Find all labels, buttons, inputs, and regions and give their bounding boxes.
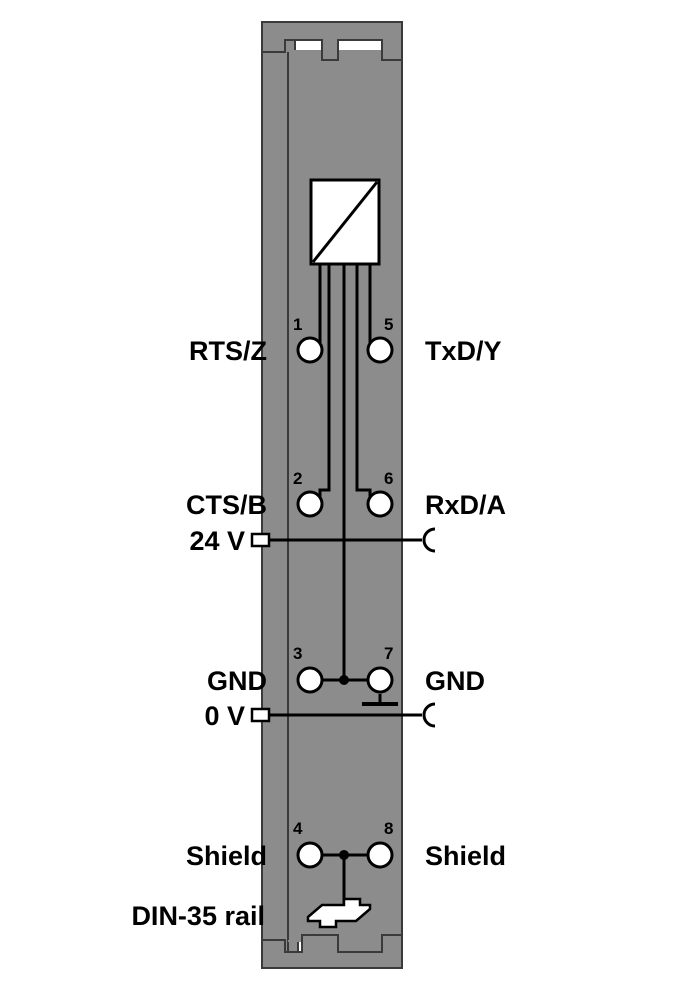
label-din-rail: DIN-35 rail xyxy=(131,901,265,931)
terminal-number-2: 2 xyxy=(293,469,302,488)
din-rail-icon xyxy=(306,897,372,929)
housing-bottom-latch xyxy=(261,934,403,969)
terminal-number-7: 7 xyxy=(384,644,393,663)
terminal-7 xyxy=(366,666,394,694)
converter-block xyxy=(309,178,381,266)
terminal-number-3: 3 xyxy=(293,644,302,663)
terminal-3 xyxy=(296,666,324,694)
terminal-number-5: 5 xyxy=(384,315,393,334)
label-24v: 24 V xyxy=(189,526,245,556)
junction-dot xyxy=(339,675,349,685)
label-shield-right: Shield xyxy=(425,841,506,871)
terminal-number-6: 6 xyxy=(384,469,393,488)
label-cts-b: CTS/B xyxy=(186,490,267,520)
power-contact-0v xyxy=(250,702,436,728)
power-contact-24v xyxy=(250,527,436,553)
junction-dot xyxy=(339,850,349,860)
terminal-4 xyxy=(296,841,324,869)
label-gnd-right: GND xyxy=(425,666,485,696)
terminal-1 xyxy=(296,336,324,364)
terminal-labels: RTS/Z TxD/Y CTS/B RxD/A GND GND Shield S… xyxy=(131,336,506,931)
terminal-8 xyxy=(366,841,394,869)
terminal-numbers: 1 5 2 6 3 7 4 8 xyxy=(293,315,393,838)
wiring xyxy=(270,264,422,905)
label-rxd-a: RxD/A xyxy=(425,490,506,520)
terminal-6 xyxy=(366,490,394,518)
terminal-5 xyxy=(366,336,394,364)
terminal-2 xyxy=(296,490,324,518)
terminal-number-4: 4 xyxy=(293,819,303,838)
label-rts-z: RTS/Z xyxy=(189,336,267,366)
terminals xyxy=(296,336,394,869)
terminal-number-1: 1 xyxy=(293,315,302,334)
label-0v: 0 V xyxy=(204,701,245,731)
label-shield-left: Shield xyxy=(186,841,267,871)
label-txd-y: TxD/Y xyxy=(425,336,502,366)
label-gnd-left: GND xyxy=(207,666,267,696)
terminal-number-8: 8 xyxy=(384,819,393,838)
